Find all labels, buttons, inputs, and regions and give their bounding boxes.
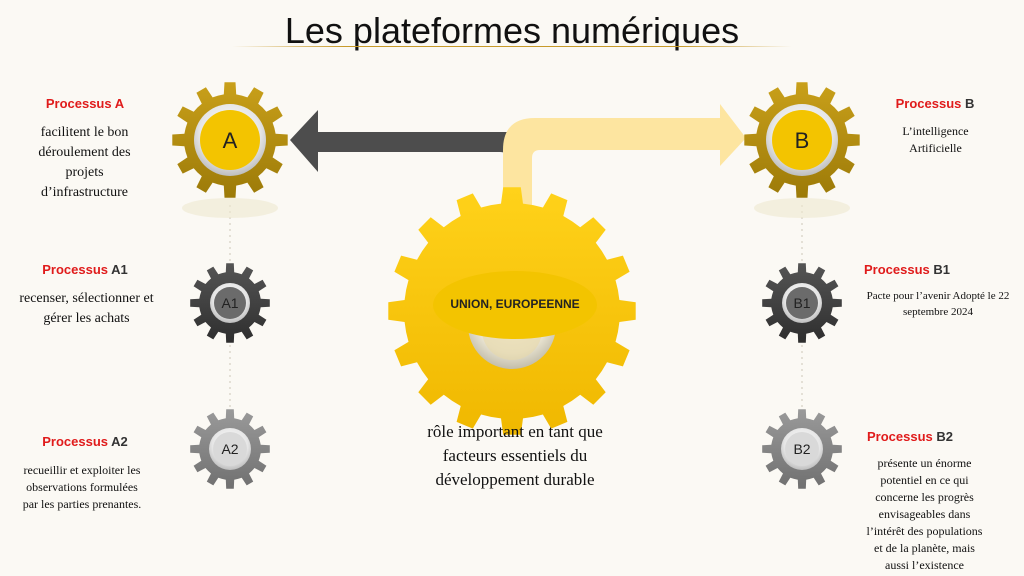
gear-label-b: B [794, 128, 810, 153]
arrow-right [503, 104, 746, 215]
arrow-left [290, 110, 520, 172]
heading-process-a2: Processus A2 [42, 434, 128, 449]
gear-label-b2: B2 [793, 441, 811, 457]
description-process-b: L’intelligence Artificielle [902, 124, 969, 155]
reflection-b [754, 198, 850, 218]
gear-label-a2: A2 [221, 441, 239, 457]
connector-lines [229, 205, 803, 408]
title-underline [232, 46, 792, 47]
heading-process-a: Processus A [45, 96, 125, 111]
gear-label-a1: A1 [221, 295, 239, 311]
center-hub [433, 271, 597, 369]
center-label: UNION, EUROPEENNE [450, 297, 580, 311]
gear-label-a: A [222, 128, 238, 153]
gear-a [172, 82, 288, 198]
heading-process-b: Processus B [895, 96, 975, 111]
gear-b [744, 82, 860, 198]
reflection-a [182, 198, 278, 218]
gear-label-b1: B1 [793, 295, 811, 311]
description-process-b1: Pacte pour l’avenir Adopté le 22 septemb… [866, 290, 1010, 318]
description-process-a: facilitent le bon déroulement des projet… [38, 125, 131, 200]
description-process-a2: recueillir et exploiter les observations… [22, 463, 142, 511]
gear-b1 [762, 263, 842, 343]
gear-a1 [190, 263, 270, 343]
center-description: rôle important en tant que facteurs esse… [427, 422, 603, 489]
heading-process-a1: Processus A1 [42, 262, 128, 277]
description-process-a1: recenser, sélectionner et gérer les acha… [19, 291, 154, 326]
heading-process-b2: Processus B2 [866, 429, 953, 444]
description-process-b2: présente un énorme potentiel en ce qui c… [866, 456, 983, 572]
gear-b2 [762, 409, 842, 489]
heading-process-b1: Processus B1 [863, 262, 950, 277]
page-title: Les plateformes numériques [284, 10, 740, 51]
gear-a2 [190, 409, 270, 489]
